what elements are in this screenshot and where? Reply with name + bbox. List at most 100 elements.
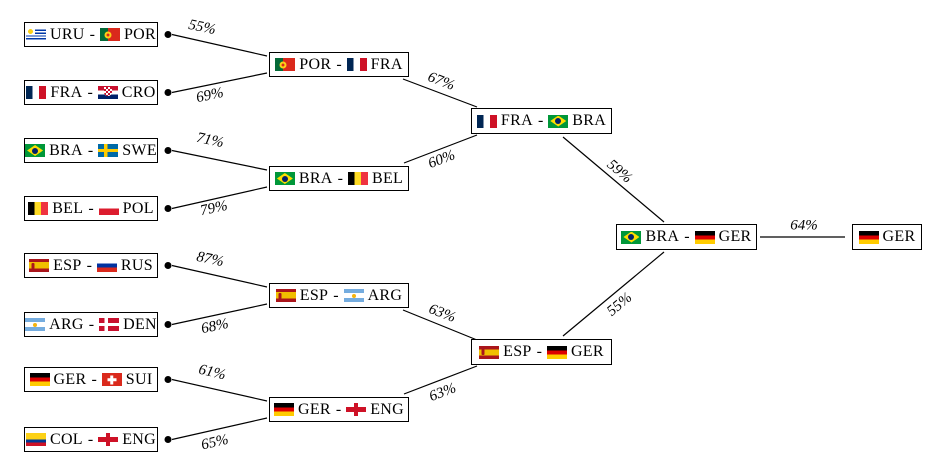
team-code: CRO [121, 83, 156, 101]
uruguay-flag-icon [25, 28, 46, 41]
match-box-r16-arg-den: ARG- DEN [24, 312, 158, 337]
advance-probability-label: 64% [790, 217, 818, 234]
team-code: GER [570, 343, 604, 360]
bracket-edge [171, 264, 268, 288]
argentina-flag-icon [343, 289, 364, 302]
separator: - [684, 228, 690, 245]
argentina-flag-icon [25, 318, 46, 331]
team-code: BEL [372, 169, 404, 187]
edge-lines [171, 33, 845, 441]
team-code: FRA [500, 112, 533, 129]
team-code: DEN [123, 315, 157, 333]
portugal-flag-icon [99, 28, 120, 41]
match-box-qf-esp-arg: ESP-ARG [269, 283, 409, 308]
match-box-r16-uru-por: URU- POR [24, 22, 158, 47]
match-box-r16-fra-cro: FRA- CRO [24, 80, 158, 105]
team-code: GER [53, 370, 87, 388]
team-code: BRA [49, 141, 83, 159]
team-code: BRA [572, 112, 607, 129]
connector-dot [164, 147, 172, 154]
separator: - [91, 370, 97, 388]
germany-flag-icon [694, 230, 715, 244]
sweden-flag-icon [98, 144, 119, 157]
match-box-qf-bra-bel: BRA- BEL [269, 166, 409, 191]
croatia-flag-icon [97, 86, 118, 99]
france-flag-icon [476, 114, 497, 128]
separator: - [536, 343, 542, 360]
team-code: POR [299, 55, 332, 73]
match-box-r16-esp-rus: ESP-RUS [24, 253, 158, 278]
team-code: RUS [120, 256, 153, 274]
bracket-edge [171, 149, 268, 171]
team-code: BRA [645, 228, 680, 245]
separator: - [88, 315, 95, 333]
bracket-edge [171, 303, 268, 326]
team-code: ESP [53, 256, 82, 274]
team-code: ARG [49, 315, 84, 333]
connector-dot [164, 376, 172, 383]
team-code: POR [123, 25, 157, 43]
match-box-r16-bel-pol: BEL-POL [24, 196, 158, 221]
match-box-r16-col-eng: COL-ENG [24, 427, 158, 452]
bracket-edge [403, 365, 478, 395]
separator: - [88, 199, 94, 217]
bracket-edge [402, 309, 478, 341]
match-box-final-bra-ger: BRA-GER [616, 224, 757, 250]
poland-flag-icon [98, 202, 119, 215]
bracket-edge [562, 136, 665, 223]
team-code: URU [49, 25, 85, 43]
separator: - [337, 169, 343, 187]
bracket-edge [171, 378, 268, 402]
germany-flag-icon [273, 403, 294, 416]
separator: - [87, 141, 94, 159]
separator: - [537, 112, 544, 129]
england-flag-icon [346, 403, 367, 416]
match-box-qf-por-fra: POR- FRA [269, 52, 409, 77]
connector-dot [164, 89, 172, 96]
germany-flag-icon [546, 345, 567, 359]
team-code: COL [49, 430, 83, 448]
team-code: ARG [367, 286, 403, 304]
separator: - [336, 55, 342, 73]
bracket-edge [171, 186, 268, 210]
germany-flag-icon [858, 230, 879, 244]
separator: - [87, 83, 93, 101]
team-code: FRA [50, 83, 83, 101]
switzerland-flag-icon [101, 373, 122, 386]
denmark-flag-icon [99, 318, 120, 331]
connector-dot [164, 205, 172, 212]
connector-dot [164, 321, 172, 328]
brazil-flag-icon [274, 172, 295, 185]
germany-flag-icon [29, 373, 50, 386]
team-code: FRA [370, 55, 403, 73]
team-code: ESP [503, 343, 532, 360]
match-box-r16-ger-sui: GER-SUI [24, 367, 158, 392]
spain-flag-icon [29, 259, 50, 272]
team-code: GER [882, 228, 916, 245]
team-code: BEL [52, 199, 84, 217]
bracket-edge [171, 33, 268, 57]
france-flag-icon [26, 86, 47, 99]
team-code: BRA [298, 169, 333, 187]
brazil-flag-icon [25, 144, 46, 157]
team-code: ENG [370, 400, 405, 418]
team-code: GER [297, 400, 331, 418]
bracket-edge [562, 251, 665, 337]
match-box-qf-ger-eng: GER- ENG [269, 397, 409, 422]
connector-dot [164, 262, 172, 269]
spain-flag-icon [479, 345, 500, 359]
winner-box-ger: GER [852, 224, 922, 250]
bracket-edge [402, 78, 478, 108]
connector-dot [164, 436, 172, 443]
separator: - [335, 400, 342, 418]
france-flag-icon [346, 58, 367, 71]
bracket-edge [171, 72, 268, 94]
connector-dots [164, 31, 172, 443]
separator: - [87, 430, 94, 448]
russia-flag-icon [96, 259, 117, 272]
separator: - [89, 25, 95, 43]
match-box-sf-esp-ger: ESP- GER [471, 339, 612, 365]
connector-dot [164, 31, 172, 38]
portugal-flag-icon [275, 58, 296, 71]
